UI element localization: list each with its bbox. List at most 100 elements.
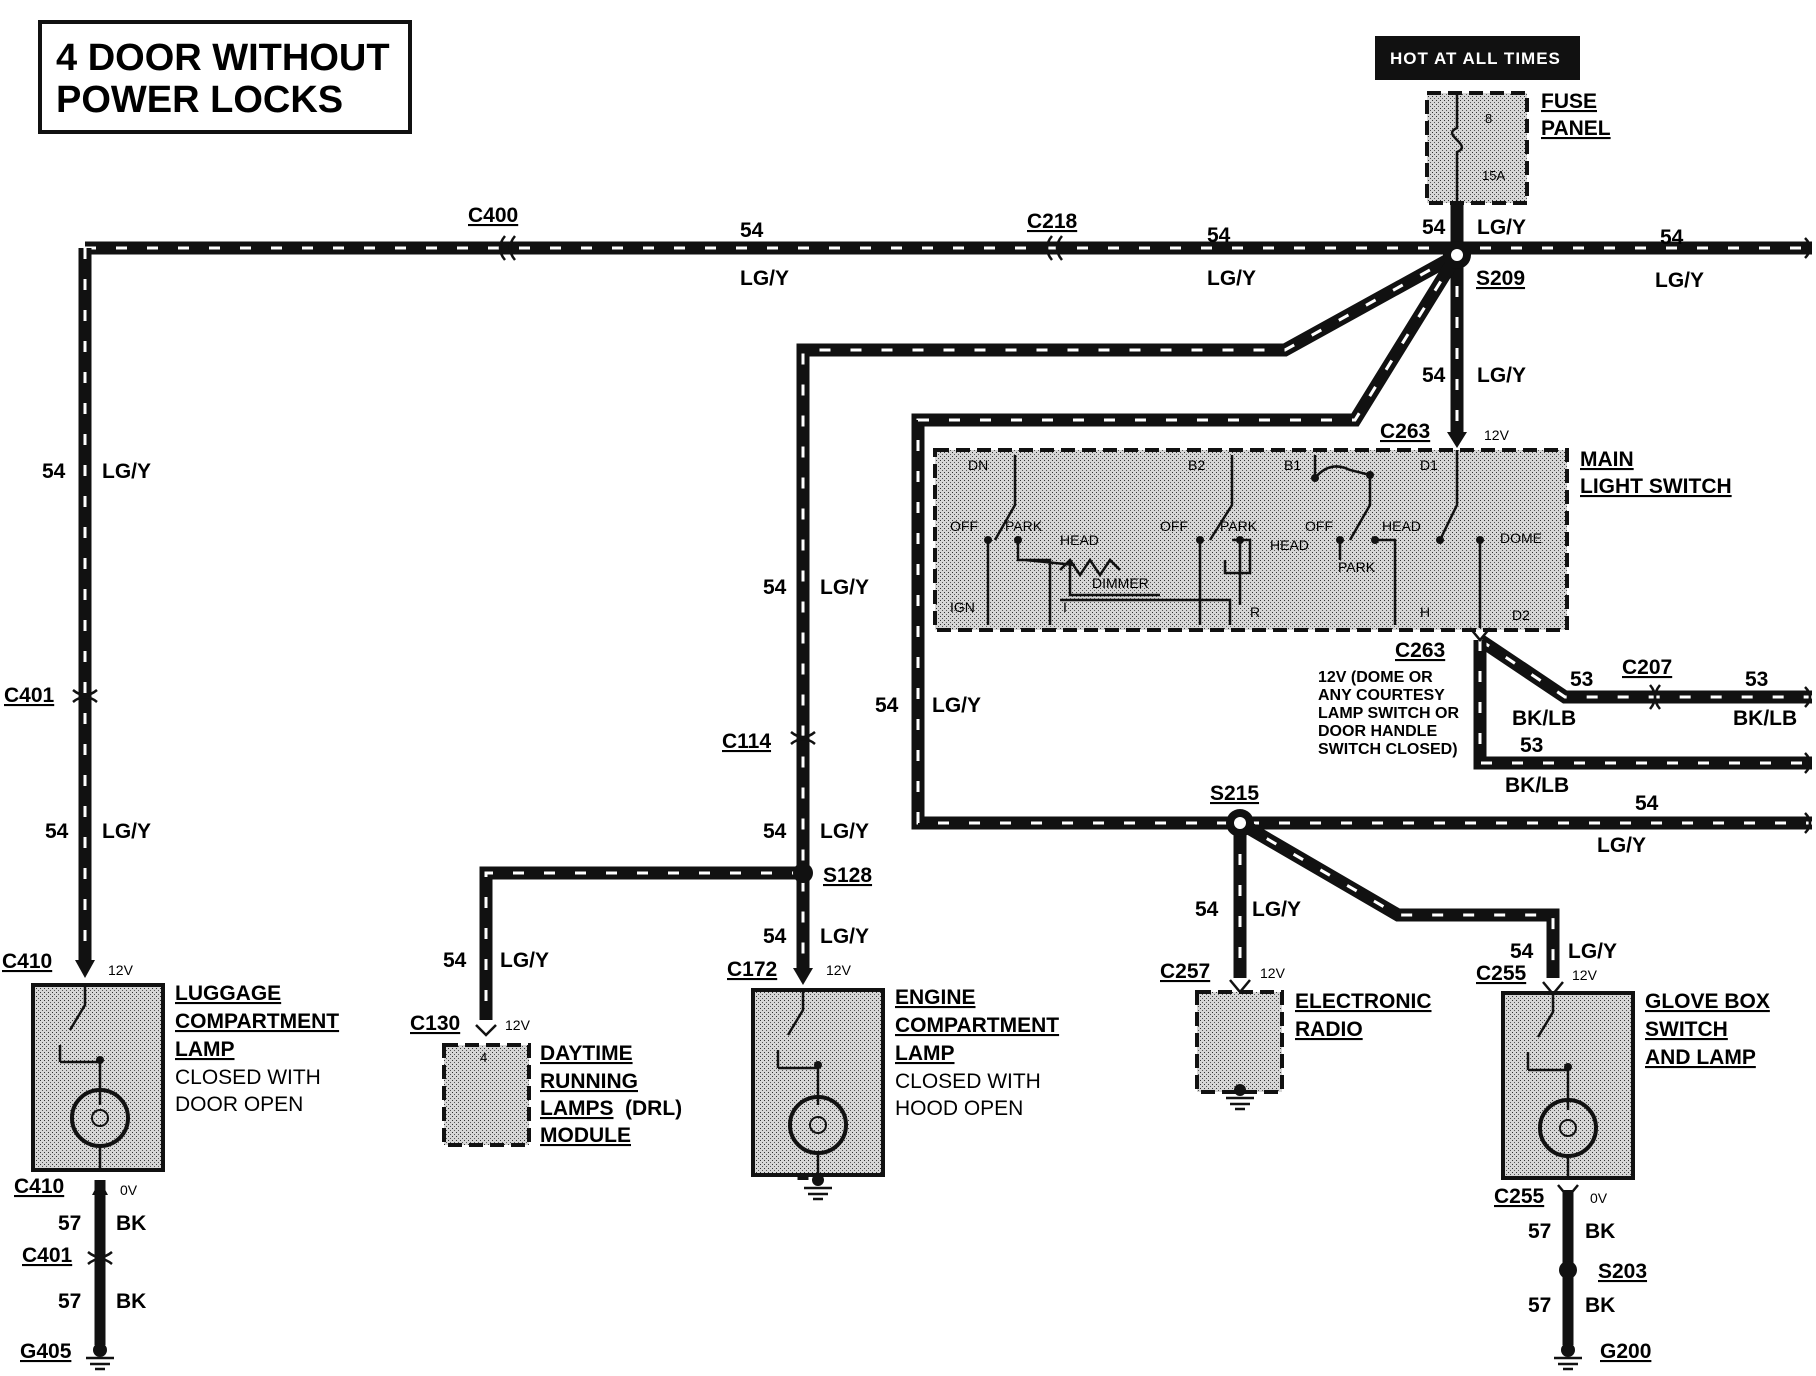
wire-color-lgy: LG/Y — [820, 820, 869, 843]
main-light-switch-label-2: LIGHT SWITCH — [1580, 475, 1732, 498]
voltage-12v: 12V — [1572, 967, 1598, 983]
splice-s209-label: S209 — [1476, 267, 1525, 290]
terminal-r: R — [1250, 604, 1260, 620]
voltage-12v: 12V — [108, 962, 134, 978]
wire-num-57: 57 — [58, 1290, 81, 1313]
luggage-lamp-label-1: LUGGAGE — [175, 982, 281, 1005]
luggage-lamp-label-3: LAMP — [175, 1038, 235, 1061]
main-light-switch-label-1: MAIN — [1580, 448, 1634, 471]
radio-label-1: ELECTRONIC — [1295, 990, 1432, 1013]
drl-label-3: LAMPS — [540, 1097, 614, 1120]
radio-circuit: 54 LG/Y C257 12V ELECTRONIC RADIO — [1160, 898, 1432, 1111]
terminal-d2: D2 — [1512, 607, 1530, 623]
glovebox-label-2: SWITCH — [1645, 1018, 1728, 1041]
wire-color-lgy: LG/Y — [820, 925, 869, 948]
wire-color-bklb: BK/LB — [1733, 707, 1797, 730]
drl-module-box — [442, 1043, 531, 1147]
drl-label-1: DAYTIME — [540, 1042, 633, 1065]
c263-note-3: LAMP SWITCH OR — [1318, 705, 1459, 722]
ground-icon — [86, 1343, 114, 1371]
luggage-lamp-note-1: CLOSED WITH — [175, 1066, 321, 1089]
voltage-0v: 0V — [120, 1182, 138, 1198]
terminal-head: HEAD — [1382, 518, 1421, 534]
hot-at-all-times-label: HOT AT ALL TIMES — [1390, 49, 1561, 68]
wire-color-lgy: LG/Y — [1252, 898, 1301, 921]
splice-s215-label: S215 — [1210, 782, 1259, 805]
connectors-top: C400 C218 — [468, 204, 1078, 261]
connector-c218: C218 — [1027, 210, 1078, 233]
wire-num-54: 54 — [763, 576, 787, 599]
wire-color-lgy: LG/Y — [1477, 364, 1526, 387]
terminal-park: PARK — [1005, 518, 1043, 534]
glovebox-circuit: 54 LG/Y C255 12V GLOVE BOX SWITCH AND LA… — [1476, 940, 1770, 1371]
engine-lamp-note-1: CLOSED WITH — [895, 1070, 1041, 1093]
glovebox-label-1: GLOVE BOX — [1645, 990, 1770, 1013]
wire-num-54: 54 — [42, 460, 66, 483]
terminal-head: HEAD — [1270, 537, 1309, 553]
title-line2: POWER LOCKS — [56, 79, 343, 121]
terminal-park: PARK — [1220, 518, 1258, 534]
wire-num-54: 54 — [1207, 224, 1231, 247]
ground-g405: G405 — [20, 1340, 72, 1363]
wire-num-54: 54 — [1195, 898, 1219, 921]
luggage-lamp-label-2: COMPARTMENT — [175, 1010, 339, 1033]
connector-c263-top: C263 — [1380, 420, 1430, 443]
connector-c172: C172 — [727, 958, 777, 981]
terminal-off: OFF — [1160, 518, 1188, 534]
wire-num-57: 57 — [1528, 1220, 1551, 1243]
ground-g200: G200 — [1600, 1340, 1651, 1363]
terminal-b2: B2 — [1188, 457, 1205, 473]
splice-s128 — [793, 863, 813, 883]
wire-num-53: 53 — [1570, 668, 1593, 691]
engine-lamp-note-2: HOOD OPEN — [895, 1097, 1023, 1120]
title-line1: 4 DOOR WITHOUT — [56, 37, 390, 79]
voltage-12v: 12V — [826, 962, 852, 978]
fuse-panel: HOT AT ALL TIMES 8 15A FUSE PANEL — [1375, 36, 1611, 205]
fuse-number: 8 — [1485, 111, 1492, 126]
wire-color-lgy: LG/Y — [740, 267, 789, 290]
voltage-12v: 12V — [1484, 427, 1510, 443]
wire-s215-glovebox — [1236, 817, 1560, 978]
wire-color-bklb: BK/LB — [1505, 774, 1569, 797]
wire-color-bk: BK — [1585, 1294, 1615, 1317]
engine-lamp-label-3: LAMP — [895, 1042, 955, 1065]
wire-color-lgy: LG/Y — [102, 820, 151, 843]
ground-icon — [1226, 1084, 1254, 1111]
wire-num-54: 54 — [875, 694, 899, 717]
voltage-12v: 12V — [505, 1017, 531, 1033]
drl-circuit: 54 LG/Y C130 12V 4 DAYTIME RUNNING LAMPS… — [410, 949, 682, 1147]
terminal-h: H — [1420, 604, 1430, 620]
radio-label-2: RADIO — [1295, 1018, 1363, 1041]
fuse-rating: 15A — [1482, 168, 1505, 183]
wire-num-54: 54 — [763, 925, 787, 948]
wire-color-lgy: LG/Y — [1597, 834, 1646, 857]
wire-num-54: 54 — [443, 949, 467, 972]
luggage-circuit: 54 LG/Y C401 54 LG/Y C410 12V LUGGAGE CO… — [2, 460, 339, 1371]
glovebox-label-3: AND LAMP — [1645, 1046, 1756, 1069]
connector-c263-bottom: C263 — [1395, 639, 1445, 662]
c263-note-1: 12V (DOME OR — [1318, 669, 1433, 686]
wire-num-54: 54 — [1660, 226, 1684, 249]
luggage-lamp-note-2: DOOR OPEN — [175, 1093, 303, 1116]
drl-label-3b: (DRL) — [625, 1097, 682, 1120]
drl-pin: 4 — [480, 1050, 487, 1065]
terminal-off: OFF — [950, 518, 978, 534]
title-box: 4 DOOR WITHOUT POWER LOCKS — [38, 20, 412, 134]
connector-c257: C257 — [1160, 960, 1210, 983]
terminal-b1: B1 — [1284, 457, 1301, 473]
wire-labels-top: 54 LG/Y 54 LG/Y 54 LG/Y 54 LG/Y 54 LG/Y — [740, 216, 1704, 387]
wire-color-bklb: BK/LB — [1512, 707, 1576, 730]
connector-c130: C130 — [410, 1012, 460, 1035]
wire-num-54: 54 — [1510, 940, 1534, 963]
c263-note-4: DOOR HANDLE — [1318, 723, 1437, 740]
wire-color-bk: BK — [116, 1290, 146, 1313]
terminal-ign: IGN — [950, 599, 975, 615]
wire-num-54: 54 — [1635, 792, 1659, 815]
splice-s203-label: S203 — [1598, 1260, 1647, 1283]
connector-c255-top: C255 — [1476, 962, 1527, 985]
wire-num-54: 54 — [763, 820, 787, 843]
wire-color-lgy: LG/Y — [932, 694, 981, 717]
connector-c410-bottom: C410 — [14, 1175, 64, 1198]
wire-color-bk: BK — [1585, 1220, 1615, 1243]
wire-num-54: 54 — [740, 219, 764, 242]
